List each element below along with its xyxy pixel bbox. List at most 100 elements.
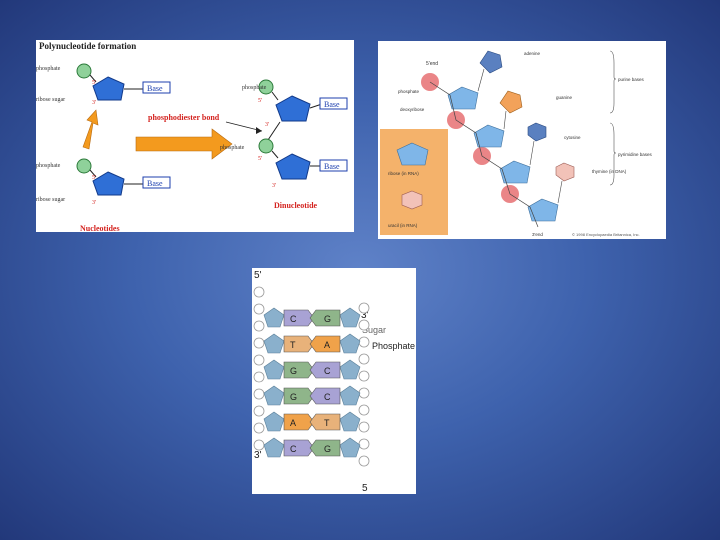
phosphate-label: phosphate <box>220 145 245 151</box>
ribose-sugar-pentagon <box>275 95 311 122</box>
guanine-base <box>499 90 523 114</box>
phosphate-circle <box>76 158 92 174</box>
phosphate-circle-right <box>358 421 370 433</box>
guanine-label: guanine <box>556 95 573 100</box>
up-arrow-icon <box>82 109 99 150</box>
base-label: Base <box>324 162 340 171</box>
deoxyribose-sugar <box>447 86 479 110</box>
cytosine-label: cytosine <box>564 135 581 140</box>
polynucleotide-formation-panel: Polynucleotide formation Base phosphate … <box>36 40 354 232</box>
dna-chemistry-diagram: 5'end phosphate deoxyribose adenine guan… <box>380 50 653 237</box>
three-prime-label: 3' <box>92 200 96 206</box>
panel1-title: Polynucleotide formation <box>39 41 136 51</box>
bond-pointer-arrowhead <box>256 127 262 134</box>
base-right-G <box>309 309 341 327</box>
phosphate-circle-right <box>358 353 370 365</box>
thymine-label: thymine (in DNA) <box>592 169 627 174</box>
base-left-A <box>283 413 315 431</box>
ribose-sugar-pentagon <box>92 171 125 196</box>
dna-chemical-structure-panel: 5'end phosphate deoxyribose adenine guan… <box>378 41 666 239</box>
base-letter-right: A <box>324 340 330 350</box>
phosphate-circle-right <box>358 404 370 416</box>
phosphate-circle <box>76 63 92 79</box>
base-letter-right: T <box>324 418 330 428</box>
base-left-T <box>283 335 315 353</box>
polynucleotide-diagram: Polynucleotide formation Base phosphate … <box>36 41 348 232</box>
sugar-pentagon-right <box>339 307 361 328</box>
base-letter-right: C <box>324 392 331 402</box>
ribose-sugar-pentagon <box>92 76 125 101</box>
phosphate-circle-left <box>253 371 265 383</box>
three-prime-label: 3' <box>92 100 96 106</box>
deoxyribose-sugar <box>527 198 559 222</box>
purine-bases-label: purine bases <box>618 77 645 82</box>
phosphate-label: Phosphate <box>372 341 415 351</box>
base-left-G <box>283 361 315 379</box>
base-box <box>319 159 348 172</box>
base-letter-left: G <box>290 366 297 376</box>
adenine-base <box>479 50 503 74</box>
base-letter-right: G <box>324 314 331 324</box>
phosphate-circle-left <box>253 388 265 400</box>
base-letter-left: G <box>290 392 297 402</box>
phosphate-circle-left <box>253 286 265 298</box>
sugar-label: Sugar <box>362 325 386 335</box>
thymine-base <box>555 162 575 182</box>
sugar-pentagon-left <box>263 359 285 380</box>
adenine-label: adenine <box>524 51 541 56</box>
base-letter-left: T <box>290 340 296 350</box>
three-prime-label: 3' <box>265 122 269 128</box>
base-right-C <box>309 387 341 405</box>
phosphate-label: phosphate <box>36 163 61 169</box>
phosphate-circle-left <box>253 303 265 315</box>
phosphodiester-bond-label: phosphodiester bond <box>148 113 220 122</box>
sugar-pentagon-right <box>339 333 361 354</box>
deoxyribose-sugar <box>473 124 505 148</box>
phosphate-circle-right <box>358 336 370 348</box>
base-right-G <box>309 439 341 457</box>
five-end-label: 5'end <box>426 61 438 67</box>
sugar-pentagon-right <box>339 359 361 380</box>
base-right-T <box>309 413 341 431</box>
deoxyribose-sugar <box>499 160 531 184</box>
five-prime-label: 5' <box>92 80 96 86</box>
phosphate-circle-right <box>358 319 370 331</box>
phosphate-circle-left <box>253 405 265 417</box>
phosphate-circle-left <box>253 354 265 366</box>
uracil-rna-label: uracil (in RNA) <box>388 223 418 228</box>
base-label: Base <box>147 84 163 93</box>
three-prime-top-label: 3' <box>361 310 369 321</box>
nucleotides-label: Nucleotides <box>80 224 120 232</box>
base-label: Base <box>147 179 163 188</box>
copyright-label: © 1998 Encyclopaedia Britannica, Inc. <box>572 232 640 237</box>
phosphate-circle <box>258 138 274 154</box>
three-prime-label: 3' <box>272 183 276 189</box>
five-prime-label: 5' <box>92 175 96 181</box>
base-left-G <box>283 387 315 405</box>
purine-bracket <box>609 50 617 114</box>
phosphate-circle-right <box>358 302 370 314</box>
sugar-pentagon-left <box>263 307 285 328</box>
base-label: Base <box>324 100 340 109</box>
sugar-pentagon-right <box>339 437 361 458</box>
phosphate-circle-right <box>358 370 370 382</box>
phosphate-circle <box>258 79 274 95</box>
cytosine-base <box>527 122 547 142</box>
five-prime-top-label: 5' <box>254 270 262 281</box>
base-letter-right: C <box>324 366 331 376</box>
base-right-A <box>309 335 341 353</box>
deoxyribose-label: deoxyribose <box>400 107 425 112</box>
ribose-rna-label: ribose (in RNA) <box>388 171 419 176</box>
ribose-sugar <box>396 142 429 166</box>
phosphate-label: phosphate <box>398 89 420 94</box>
phosphate-circle-left <box>253 320 265 332</box>
five-prime-label: 5' <box>258 156 262 162</box>
ribose-sugar-pentagon <box>275 153 311 180</box>
phosphate-circle-right <box>358 438 370 450</box>
phosphate-circle-left <box>253 337 265 349</box>
base-left-C <box>283 439 315 457</box>
phosphate-label: phosphate <box>36 66 61 72</box>
